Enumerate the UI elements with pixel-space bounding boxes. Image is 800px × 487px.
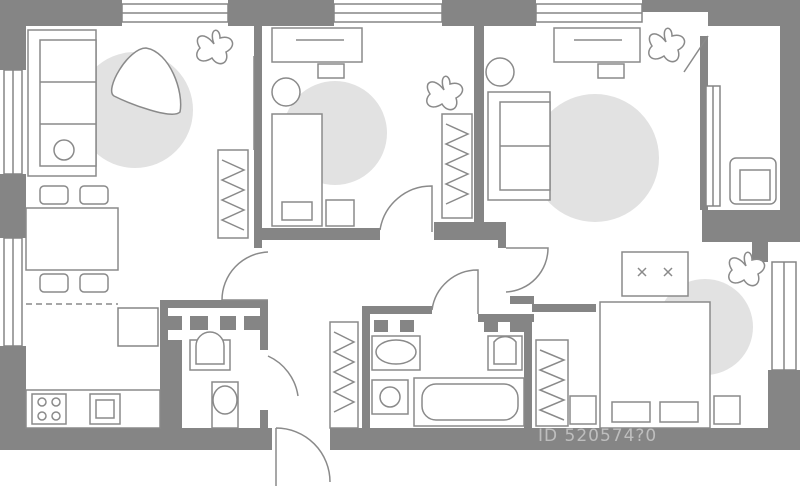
- armchair-balcony: [729, 157, 777, 205]
- washing-machine: [371, 379, 409, 415]
- door-swing-bath1: [267, 355, 299, 397]
- desk-bedroom2: [553, 27, 641, 79]
- kitchen-counter: [25, 389, 161, 429]
- sink-bath2: [487, 335, 523, 371]
- walls: [0, 0, 800, 450]
- coffee-table: [111, 47, 182, 115]
- door-swing-entrance: [275, 427, 331, 486]
- door-swing-bedroom1: [379, 185, 433, 232]
- bathtub: [413, 377, 525, 427]
- bed-bedroom1: [271, 113, 355, 227]
- plant-icon: [648, 27, 686, 63]
- door-swing-bedroom2: [505, 247, 549, 293]
- tv-stand: [621, 251, 689, 297]
- desk-bedroom1: [271, 27, 363, 79]
- bedroom-2-zone-circle: [531, 94, 659, 222]
- chair-bedroom1: [271, 77, 301, 107]
- plant-icon: [53, 139, 75, 161]
- door-swing-living: [221, 251, 269, 301]
- toilet-bath2: [371, 335, 421, 371]
- toilet-bath1: [211, 381, 239, 429]
- plant-icon: [196, 29, 234, 65]
- wardrobe-bedroom1-left: [217, 149, 249, 239]
- sink-bath1: [189, 331, 231, 371]
- wardrobe-bath-corridor: [329, 321, 359, 429]
- wardrobe-master: [535, 339, 569, 427]
- doors: [221, 35, 709, 486]
- chair-bedroom2: [485, 57, 515, 87]
- dining-set: [25, 185, 119, 293]
- plant-icon: [426, 75, 464, 111]
- door-swing-bath2: [431, 269, 479, 314]
- sofa-bedroom2: [487, 91, 551, 201]
- wardrobe-bedroom1-right: [441, 113, 473, 219]
- watermark: ID 520574?0: [538, 426, 658, 446]
- door-swing-balcony: [683, 35, 709, 73]
- plant-icon: [728, 251, 766, 287]
- bed-master: [569, 301, 741, 429]
- windows: [3, 3, 797, 371]
